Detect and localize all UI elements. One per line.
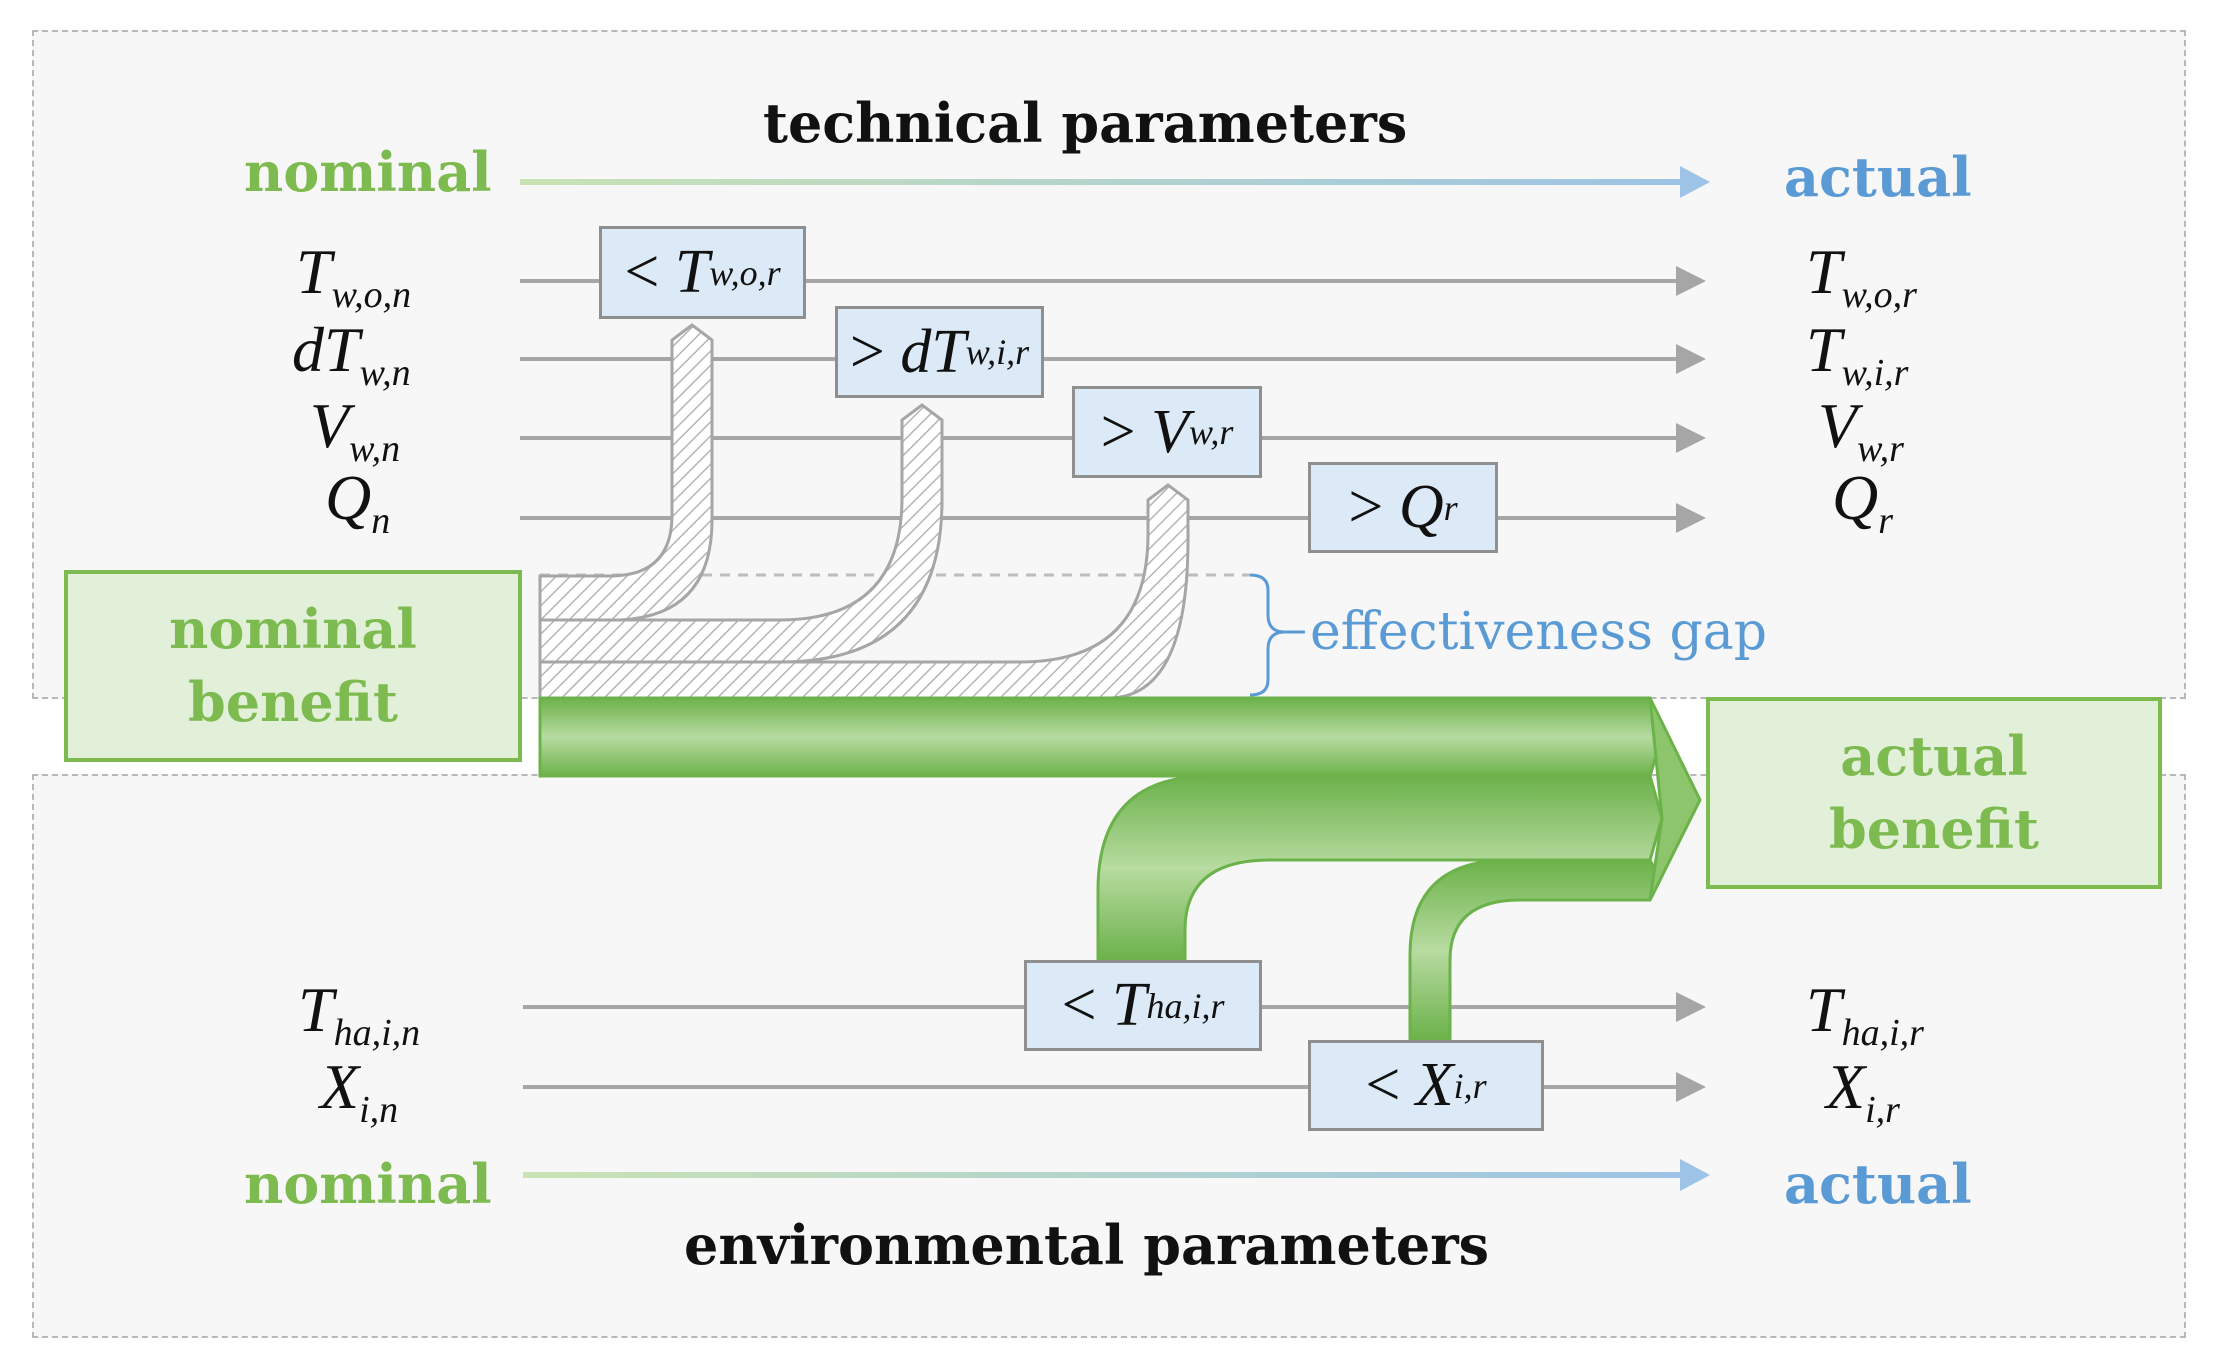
nominal-var-water-outlet-temp: Tw,o,n — [296, 236, 412, 316]
gap-brace — [1249, 573, 1286, 697]
nominal-var-humidity: Xi,n — [320, 1051, 399, 1131]
loss-arrow-2 — [538, 403, 944, 664]
actual-var-water-inlet-temp: Tw,i,r — [1806, 314, 1909, 394]
loss-arrow-1 — [538, 323, 714, 622]
actual-var-air-temp: Tha,i,r — [1806, 974, 1924, 1054]
top-nominal-label: nominal — [244, 140, 492, 204]
temperature-benefit-band — [1096, 774, 1664, 962]
parameter-line-arrowheads-top — [1676, 266, 1706, 533]
actual-var-water-flow: Vw,r — [1818, 390, 1904, 470]
loss-arrows — [538, 323, 1190, 700]
nominal-var-water-flow: Vw,n — [310, 390, 401, 470]
top-actual-label: actual — [1784, 145, 1972, 209]
actual-benefit-line2: benefit — [1829, 797, 2039, 861]
environmental-parameters-title: environmental parameters — [684, 1213, 1490, 1277]
nominal-var-water-temp-difference: dTw,n — [292, 314, 411, 394]
actual-var-heat-output: Qr — [1832, 462, 1894, 542]
benefit-arrowhead — [1648, 697, 1702, 901]
nominal-benefit-line1: nominal — [169, 597, 417, 662]
actual-benefit-line1: actual — [1840, 724, 2028, 789]
technical-parameters-title: technical parameters — [763, 91, 1408, 155]
effectiveness-gap-label: effectiveness gap — [1310, 602, 1768, 662]
bottom-nominal-label: nominal — [244, 1152, 492, 1216]
parameter-line-arrowheads-bottom — [1676, 992, 1706, 1102]
main-benefit-band — [538, 696, 1664, 778]
nominal-benefit-box: nominal benefit — [64, 570, 522, 762]
nominal-benefit-line2: benefit — [188, 670, 398, 734]
actual-var-water-outlet-temp: Tw,o,r — [1806, 236, 1917, 316]
bottom-actual-label: actual — [1784, 1152, 1972, 1216]
nominal-var-air-temp: Tha,i,n — [298, 974, 421, 1054]
nominal-var-heat-output: Qn — [325, 462, 391, 542]
humidity-benefit-band — [1408, 858, 1662, 1042]
bottom-scale-arrow — [523, 1159, 1710, 1191]
benefit-flows — [538, 696, 1702, 1042]
loss-arrow-3 — [538, 483, 1190, 700]
actual-var-humidity: Xi,r — [1826, 1051, 1900, 1131]
actual-benefit-box: actual benefit — [1706, 697, 2162, 889]
top-scale-arrow — [520, 166, 1710, 198]
